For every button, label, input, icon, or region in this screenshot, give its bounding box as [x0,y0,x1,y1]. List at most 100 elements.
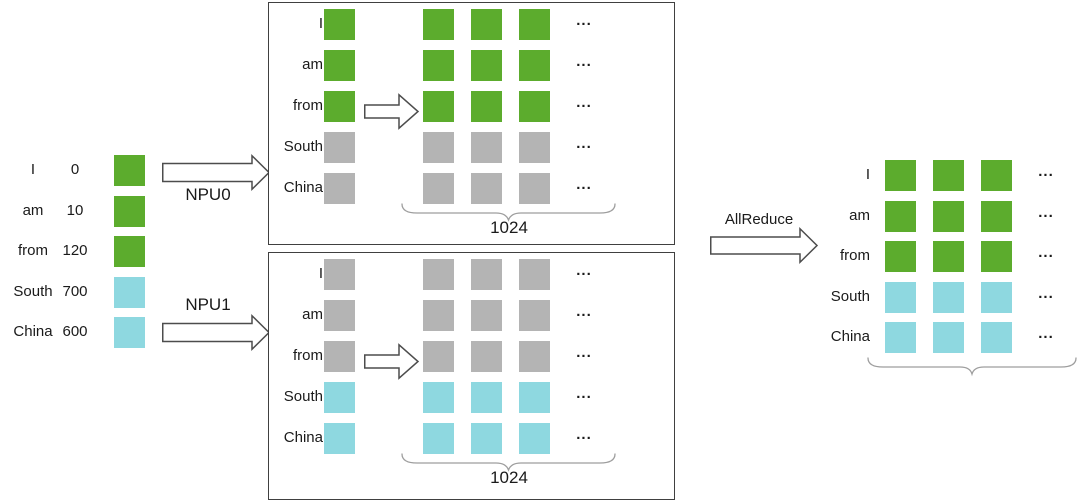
row-word-label: am [302,56,323,73]
row-word-label: am [302,306,323,323]
input-index-value: 600 [62,323,88,340]
row-ellipsis: ... [576,53,592,70]
row-ellipsis: ... [576,303,592,320]
result-word-label: South [830,288,870,305]
grid-square [423,50,454,81]
hidden-size-brace [401,453,616,472]
grid-square [423,300,454,331]
grid-square [933,282,964,313]
input-word-label: from [18,242,48,259]
input-word-label: am [22,202,44,219]
input-word-label: South [13,283,53,300]
row-ellipsis: ... [576,344,592,361]
grid-square [519,423,550,454]
grid-square [423,341,454,372]
input-index-value: 0 [70,161,80,178]
lookup-arrow [364,343,420,380]
grid-square [519,132,550,163]
row-ellipsis: ... [576,12,592,29]
grid-square [885,160,916,191]
lookup-arrow [364,93,420,130]
grid-square [885,241,916,272]
row-ellipsis: ... [576,176,592,193]
row-ellipsis: ... [576,94,592,111]
input-word-label: I [30,161,36,178]
embedding-square [324,9,355,40]
grid-square [471,341,502,372]
grid-square [471,173,502,204]
grid-square [885,322,916,353]
embedding-square [114,236,145,267]
grid-square [981,160,1012,191]
grid-square [933,160,964,191]
row-ellipsis: ... [576,262,592,279]
grid-square [471,423,502,454]
grid-square [981,241,1012,272]
grid-square [519,259,550,290]
result-word-label: I [865,166,870,183]
hidden-size-label: 1024 [490,218,528,237]
grid-square [471,259,502,290]
npu0-label: NPU0 [185,185,231,204]
embedding-square [114,196,145,227]
grid-square [423,173,454,204]
embedding-square [324,382,355,413]
grid-square [519,173,550,204]
grid-square [981,201,1012,232]
row-ellipsis: ... [1038,244,1054,261]
row-word-label: South [283,138,323,155]
embedding-square [114,155,145,186]
hidden-size-label: 1024 [490,468,528,487]
embedding-square [324,300,355,331]
grid-square [519,382,550,413]
input-index-value: 700 [62,283,88,300]
embedding-square [324,423,355,454]
row-ellipsis: ... [1038,163,1054,180]
row-ellipsis: ... [1038,204,1054,221]
grid-square [471,91,502,122]
grid-square [933,322,964,353]
embedding-square [324,50,355,81]
grid-square [471,132,502,163]
input-word-label: China [13,323,53,340]
grid-square [885,201,916,232]
hidden-size-brace [401,203,616,222]
row-ellipsis: ... [576,385,592,402]
grid-square [471,300,502,331]
embedding-square [114,277,145,308]
embedding-square [324,132,355,163]
npu1-panel: 1024 I...am...from...South...China... [268,252,675,500]
grid-square [519,9,550,40]
embedding-square [324,341,355,372]
grid-square [423,132,454,163]
result-word-label: am [849,207,870,224]
allreduce-arrow [710,226,819,265]
row-word-label: from [293,347,323,364]
embedding-square [324,259,355,290]
grid-square [519,300,550,331]
embedding-square [324,91,355,122]
grid-square [471,9,502,40]
row-word-label: from [293,97,323,114]
row-ellipsis: ... [1038,285,1054,302]
result-word-label: from [840,247,870,264]
result-word-label: China [830,328,870,345]
grid-square [471,50,502,81]
grid-square [423,423,454,454]
row-ellipsis: ... [576,426,592,443]
input-index-value: 10 [66,202,84,219]
grid-square [471,382,502,413]
row-ellipsis: ... [576,135,592,152]
grid-square [981,282,1012,313]
row-ellipsis: ... [1038,325,1054,342]
grid-square [885,282,916,313]
allreduce-label: AllReduce [724,211,794,228]
grid-square [933,201,964,232]
grid-square [933,241,964,272]
grid-square [519,341,550,372]
hidden-size-brace [867,357,1077,377]
input-index-value: 120 [62,242,88,259]
